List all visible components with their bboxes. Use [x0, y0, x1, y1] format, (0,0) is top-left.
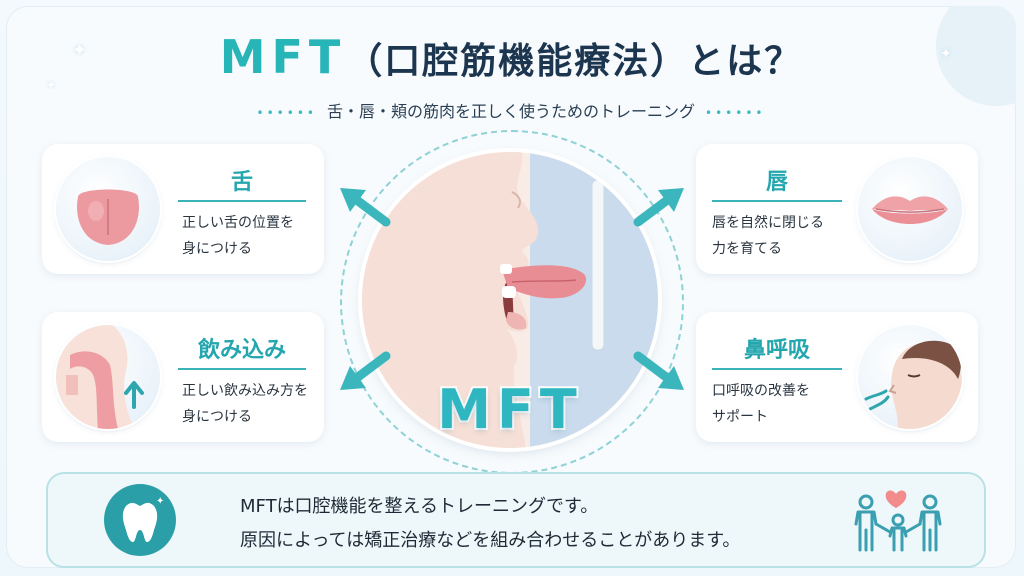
- subtitle-text: 舌・唇・頬の筋肉を正しく使うためのトレーニング: [326, 102, 695, 121]
- card-tongue-heading: 舌: [230, 170, 253, 195]
- card-breath-desc: 口呼吸の改善を サポート: [712, 378, 810, 430]
- throat-icon: [56, 325, 144, 429]
- lips-icon: [872, 196, 948, 224]
- throat-icon-circle: [56, 325, 160, 429]
- arrow-down-left-icon: [340, 351, 391, 390]
- bottom-line-2: 原因によっては矯正治療などを組み合わせることがあります。: [240, 530, 741, 551]
- tongue-icon-circle: [56, 157, 160, 261]
- card-breath: 鼻呼吸 口呼吸の改善を サポート: [696, 312, 978, 442]
- card-swallow-desc: 正しい飲み込み方を 身につける: [182, 378, 308, 430]
- card-lips-rule: [712, 200, 842, 202]
- tooth-icon: ✦: [122, 496, 164, 542]
- card-tongue: 舌 正しい舌の位置を 身につける: [42, 144, 324, 274]
- family-icon: [854, 490, 942, 552]
- face-breathing-icon-circle: [858, 325, 962, 429]
- card-lips: 唇 唇を自然に閉じる 力を育てる: [696, 144, 978, 274]
- page-title: MFT（口腔筋機能療法）とは？: [6, 34, 1016, 80]
- card-breath-line2: サポート: [712, 409, 768, 425]
- card-tongue-line1: 正しい舌の位置を: [182, 215, 294, 231]
- card-swallow-line1: 正しい飲み込み方を: [182, 383, 308, 399]
- card-swallow-heading: 飲み込み: [197, 338, 286, 363]
- card-breath-line1: 口呼吸の改善を: [712, 383, 810, 399]
- arrow-down-right-icon: [633, 351, 684, 390]
- card-swallow-rule: [178, 368, 306, 370]
- subtitle: •••••• 舌・唇・頬の筋肉を正しく使うためのトレーニング ••••••: [6, 98, 1016, 122]
- card-tongue-desc: 正しい舌の位置を 身につける: [182, 210, 294, 262]
- card-breath-heading: 鼻呼吸: [743, 338, 810, 363]
- card-breath-rule: [712, 368, 842, 370]
- subtitle-dots-right: ••••••: [705, 105, 766, 120]
- sparkle-icon: ✦: [46, 78, 57, 92]
- arrow-up-right-icon: [633, 188, 684, 227]
- tongue-icon: [77, 189, 139, 245]
- center-mft-label: MFT: [435, 376, 583, 443]
- card-lips-heading: 唇: [765, 170, 788, 195]
- center-illustration: [362, 152, 658, 448]
- title-mft: MFT: [219, 30, 347, 84]
- bottom-info-box: ✦ MFTは口腔機能を整えるトレーニングです。 原因によっては矯正治療などを組み…: [46, 472, 986, 568]
- arrow-up-left-icon: [340, 188, 391, 227]
- subtitle-dots-left: ••••••: [256, 105, 317, 120]
- sparkle-icon: ✦: [940, 46, 952, 62]
- face-breathing-icon: [864, 340, 962, 429]
- infographic-frame: ✦ ✦ ✦ MFT（口腔筋機能療法）とは？ ••••••舌・唇・頬の筋肉を正しく…: [6, 6, 1016, 568]
- card-lips-line1: 唇を自然に閉じる: [712, 215, 824, 231]
- bottom-line-1: MFTは口腔機能を整えるトレーニングです。: [240, 496, 599, 517]
- svg-text:✦: ✦: [156, 496, 164, 507]
- sparkle-icon: ✦: [72, 40, 88, 61]
- lips-icon-circle: [858, 157, 962, 261]
- mouth-profile-illustration: [362, 152, 658, 448]
- card-swallow: 飲み込み 正しい飲み込み方を 身につける: [42, 312, 324, 442]
- card-tongue-line2: 身につける: [182, 241, 252, 257]
- card-tongue-rule: [178, 200, 306, 202]
- title-rest: （口腔筋機能療法）とは？: [346, 41, 803, 82]
- card-lips-desc: 唇を自然に閉じる 力を育てる: [712, 210, 824, 262]
- card-lips-line2: 力を育てる: [712, 241, 782, 257]
- heart-icon: [885, 490, 907, 508]
- card-swallow-line2: 身につける: [182, 409, 252, 425]
- tooth-icon-circle: ✦: [104, 484, 176, 556]
